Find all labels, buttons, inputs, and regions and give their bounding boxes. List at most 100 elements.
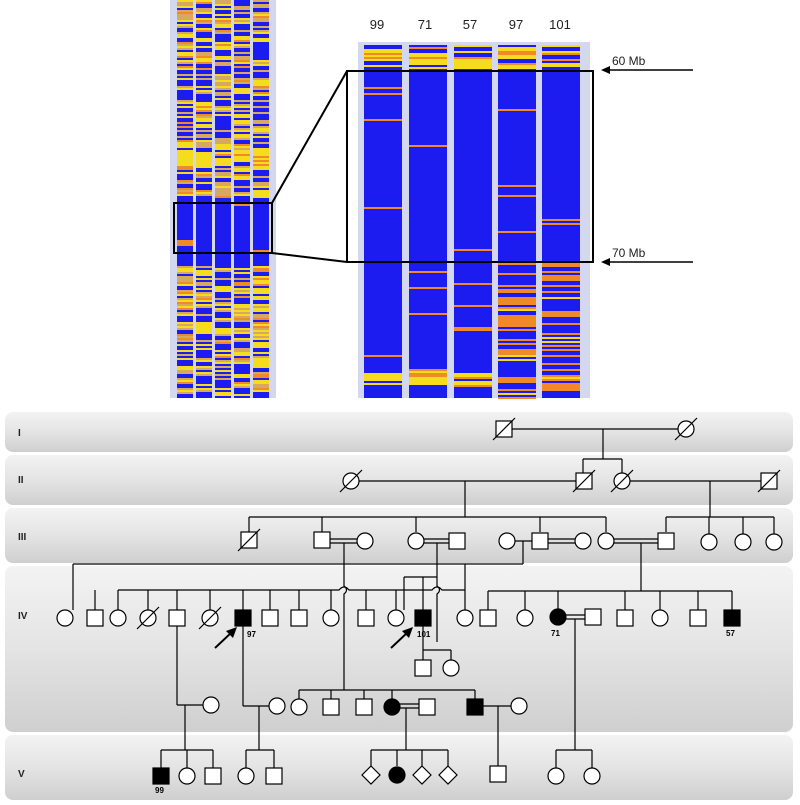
female-individual-39 [651,609,669,627]
male-individual-26 [234,609,252,627]
female-individual-63 [547,767,565,785]
male-individual-40 [689,609,707,627]
female-individual-18 [734,533,752,551]
male-individual-38 [616,609,634,627]
male-individual-11 [448,532,466,550]
id-label-97: 97 [247,630,256,639]
proband-arrow-101-shaft [390,631,409,649]
band-gen-ii [5,455,793,505]
male-individual-37 [584,608,602,626]
female-individual-64 [583,767,601,785]
deceased-mark-4 [572,469,596,493]
female-individual-35 [516,609,534,627]
marker-60mb: 60 Mb [601,54,693,74]
sample-labels: 99 71 57 97 101 [370,17,571,32]
band-gen-iii [5,508,793,563]
female-individual-33 [456,609,474,627]
deceased-mark-1 [492,417,516,441]
deceased-mark-7 [237,528,261,552]
female-individual-17 [700,533,718,551]
proband-arrow-101-head [402,627,413,638]
arrow-70mb-head [601,258,610,266]
male-individual-50 [418,698,436,716]
sample-label-57: 57 [463,17,477,32]
id-label-71: 71 [551,629,560,638]
sample-label-97: 97 [509,17,523,32]
sample-label-99: 99 [370,17,384,32]
female-individual-44 [202,696,220,714]
deceased-mark-5 [610,469,634,493]
female-individual-15 [597,532,615,550]
pedigree-chart: I II III IV V [5,412,793,800]
gen-label-ii: II [18,475,24,486]
proband-arrow-97-shaft [214,631,233,649]
female-individual-19 [765,533,783,551]
female-individual-49 [383,698,401,716]
deceased-mark-25 [198,606,222,630]
male-individual-30 [357,609,375,627]
overview-column-5 [253,0,269,398]
male-individual-24 [168,609,186,627]
male-individual-51 [466,698,484,716]
individual-ids: 97 101 71 57 99 [155,629,735,795]
zoom-selection-box [346,70,594,263]
male-individual-27 [261,609,279,627]
overview-column-3 [215,0,231,398]
female-individual-22 [109,609,127,627]
marker-60mb-label: 60 Mb [612,54,646,68]
zoom-column-71 [409,45,447,398]
sample-label-71: 71 [418,17,432,32]
overview-column-2 [196,0,212,398]
unknown-sex-individual-61 [438,765,458,785]
male-individual-57 [265,767,283,785]
female-individual-59 [388,766,406,784]
gen-label-i: I [18,428,21,439]
female-individual-31 [387,609,405,627]
id-label-99: 99 [155,786,164,795]
pedigree-individuals [56,417,783,785]
male-individual-32 [414,609,432,627]
female-individual-56 [237,767,255,785]
female-individual-36 [549,608,567,626]
female-individual-12 [498,532,516,550]
gen-label-iii: III [18,532,27,543]
male-individual-47 [322,698,340,716]
female-individual-14 [574,532,592,550]
id-label-57: 57 [726,629,735,638]
female-individual-20 [56,609,74,627]
overview-column-4 [234,0,250,398]
zoom-column-101 [542,45,580,398]
female-individual-29 [322,609,340,627]
male-individual-8 [313,531,331,549]
overview-column-1 [177,0,193,398]
deceased-mark-6 [757,469,781,493]
sample-label-101: 101 [549,17,571,32]
arrow-60mb-head [601,66,610,74]
male-individual-13 [531,532,549,550]
pedigree-lines [72,428,775,768]
gen-label-iv: IV [18,611,28,622]
marker-70mb-label: 70 Mb [612,246,646,260]
zoom-column-99 [364,45,402,398]
female-individual-45 [268,697,286,715]
generation-labels: I II III IV V [18,428,28,780]
female-individual-52 [510,697,528,715]
female-individual-54 [178,767,196,785]
proband-arrow-97-head [226,627,237,638]
gen-label-v: V [18,769,25,780]
deceased-mark-3 [339,469,363,493]
generation-bands [5,412,793,800]
deceased-mark-23 [136,606,160,630]
female-individual-43 [442,659,460,677]
proband-arrows [214,627,413,649]
marker-70mb: 70 Mb [601,246,693,266]
male-individual-28 [290,609,308,627]
female-individual-10 [407,532,425,550]
male-individual-62 [489,765,507,783]
chromosome-overview [170,0,276,398]
male-individual-48 [355,698,373,716]
band-gen-iv [5,566,793,732]
zoom-line-top [271,70,348,204]
zoom-column-57 [454,45,492,398]
unknown-sex-individual-60 [412,765,432,785]
